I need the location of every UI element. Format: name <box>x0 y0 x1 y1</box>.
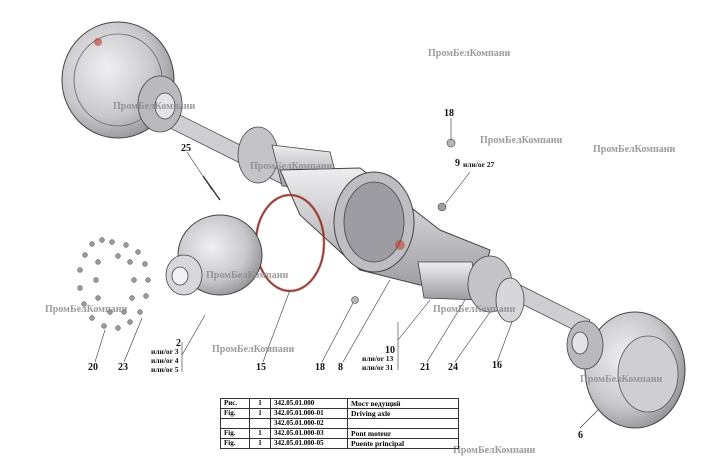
leader-lines <box>94 118 599 429</box>
spec-table-row: 342.05.01.000-02 <box>220 418 459 429</box>
spec-cell-code: 342.05.01.000-02 <box>270 418 348 429</box>
callout-2: 2 <box>176 338 181 349</box>
bolt-set <box>77 237 151 331</box>
spec-cell-desc: Мост ведущий <box>347 398 459 409</box>
callout-15: 15 <box>256 362 266 373</box>
watermark-text: ПромБелКомпани <box>428 48 511 59</box>
right-spring-carrier <box>417 255 525 323</box>
spec-cell-code: 342.05.01.000 <box>270 398 348 409</box>
spec-cell-desc <box>347 418 459 429</box>
watermark-text: ПромБелКомпани <box>453 445 536 456</box>
watermark-text: ПромБелКомпани <box>206 270 289 281</box>
spec-cell-label: Fig. <box>220 428 250 439</box>
spec-cell-num: 1 <box>249 398 271 409</box>
spec-cell-desc: Puente principal <box>347 438 459 449</box>
callout-20: 20 <box>88 362 98 373</box>
spec-cell-label: Fig. <box>220 408 250 419</box>
callout-4: или/or 4 <box>151 356 179 365</box>
watermark-text: ПромБелКомпани <box>580 374 663 385</box>
right-wheel-hub <box>566 311 686 429</box>
watermark-text: ПромБелКомпани <box>45 304 128 315</box>
bolt-9 <box>437 202 447 212</box>
watermark-text: ПромБелКомпани <box>113 101 196 112</box>
watermark-text: ПромБелКомпани <box>212 344 295 355</box>
watermark-text: ПромБелКомпани <box>480 135 563 146</box>
differential-assembly <box>165 214 263 296</box>
spec-cell-code: 342.05.01.000-03 <box>270 428 348 439</box>
nut-18-bottom <box>351 296 359 304</box>
spec-cell-num: 1 <box>249 428 271 439</box>
watermark-text: ПромБелКомпани <box>433 304 516 315</box>
watermark-text: ПромБелКомпани <box>593 144 676 155</box>
spec-cell-num <box>249 418 271 429</box>
spec-cell-label: Fig. <box>220 438 250 449</box>
callout-25: 25 <box>181 143 191 154</box>
callout-24: 24 <box>448 362 458 373</box>
callout-5: или/or 5 <box>151 365 179 374</box>
callout-10: 10 <box>385 345 395 356</box>
callout-6: 6 <box>578 430 583 441</box>
callout-8: 8 <box>338 362 343 373</box>
spec-cell-desc: Driving axle <box>347 408 459 419</box>
callout-23: 23 <box>118 362 128 373</box>
spec-cell-desc: Pont moteur <box>347 428 459 439</box>
callout-9: 9 <box>455 158 460 169</box>
spec-cell-code: 342.05.01.000-01 <box>270 408 348 419</box>
callout-9-alt: или/or 27 <box>463 160 495 169</box>
spec-cell-num: 1 <box>249 438 271 449</box>
nut-18-top <box>446 138 456 148</box>
callout-31: или/or 31 <box>362 363 394 372</box>
spec-cell-code: 342.05.01.000-05 <box>270 438 348 449</box>
callout-16: 16 <box>492 360 502 371</box>
watermark-text: ПромБелКомпани <box>250 161 333 172</box>
pin-25 <box>202 175 221 201</box>
left-wheel-hub <box>61 21 183 139</box>
spec-cell-num: 1 <box>249 408 271 419</box>
spec-cell-label <box>220 418 250 429</box>
callout-18-top: 18 <box>444 108 454 119</box>
callout-18-bottom: 18 <box>315 362 325 373</box>
spec-cell-label: Рис. <box>220 398 250 409</box>
callout-3: или/or 3 <box>151 347 179 356</box>
axle-housing <box>279 167 491 291</box>
callout-21: 21 <box>420 362 430 373</box>
callout-13: или/or 13 <box>362 354 394 363</box>
